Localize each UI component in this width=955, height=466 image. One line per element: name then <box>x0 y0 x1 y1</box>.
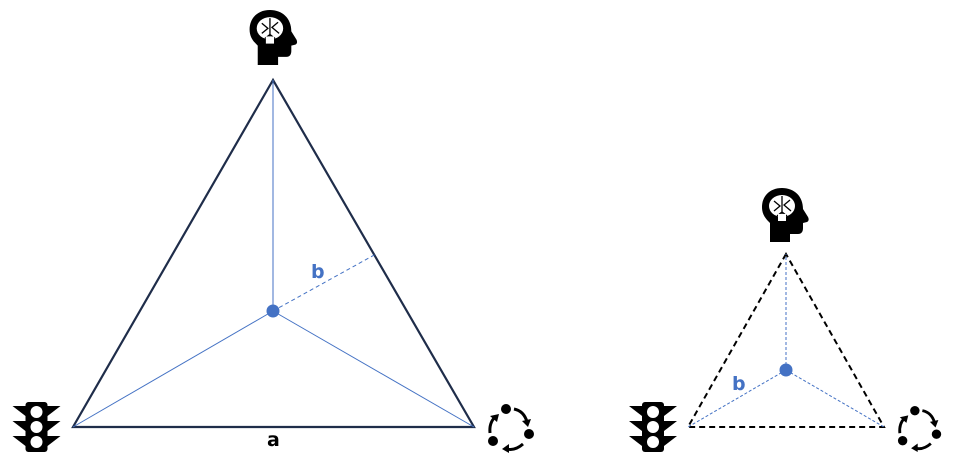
left-line-to-bottom-left <box>72 310 274 428</box>
cycle-icon <box>897 405 943 452</box>
left-distance-b-line <box>272 253 377 312</box>
right-diagram: b <box>629 187 943 452</box>
right-dashed-triangle <box>686 251 886 428</box>
left-line-to-bottom-right <box>272 310 475 428</box>
right-line-to-bottom-left <box>687 369 787 428</box>
left-triangle <box>71 77 476 429</box>
left-center-dot <box>266 304 280 318</box>
traffic-light-icon <box>629 402 677 452</box>
brain-head-icon <box>248 9 298 66</box>
right-line-to-bottom-right <box>785 369 885 428</box>
left-label-a: a <box>267 429 280 451</box>
right-center-dot <box>779 363 793 377</box>
right-label-b: b <box>732 373 746 395</box>
cycle-icon <box>487 403 536 453</box>
left-diagram: b a <box>12 9 536 453</box>
traffic-light-icon <box>12 402 61 452</box>
left-label-b: b <box>311 261 325 283</box>
brain-head-icon <box>761 187 810 243</box>
